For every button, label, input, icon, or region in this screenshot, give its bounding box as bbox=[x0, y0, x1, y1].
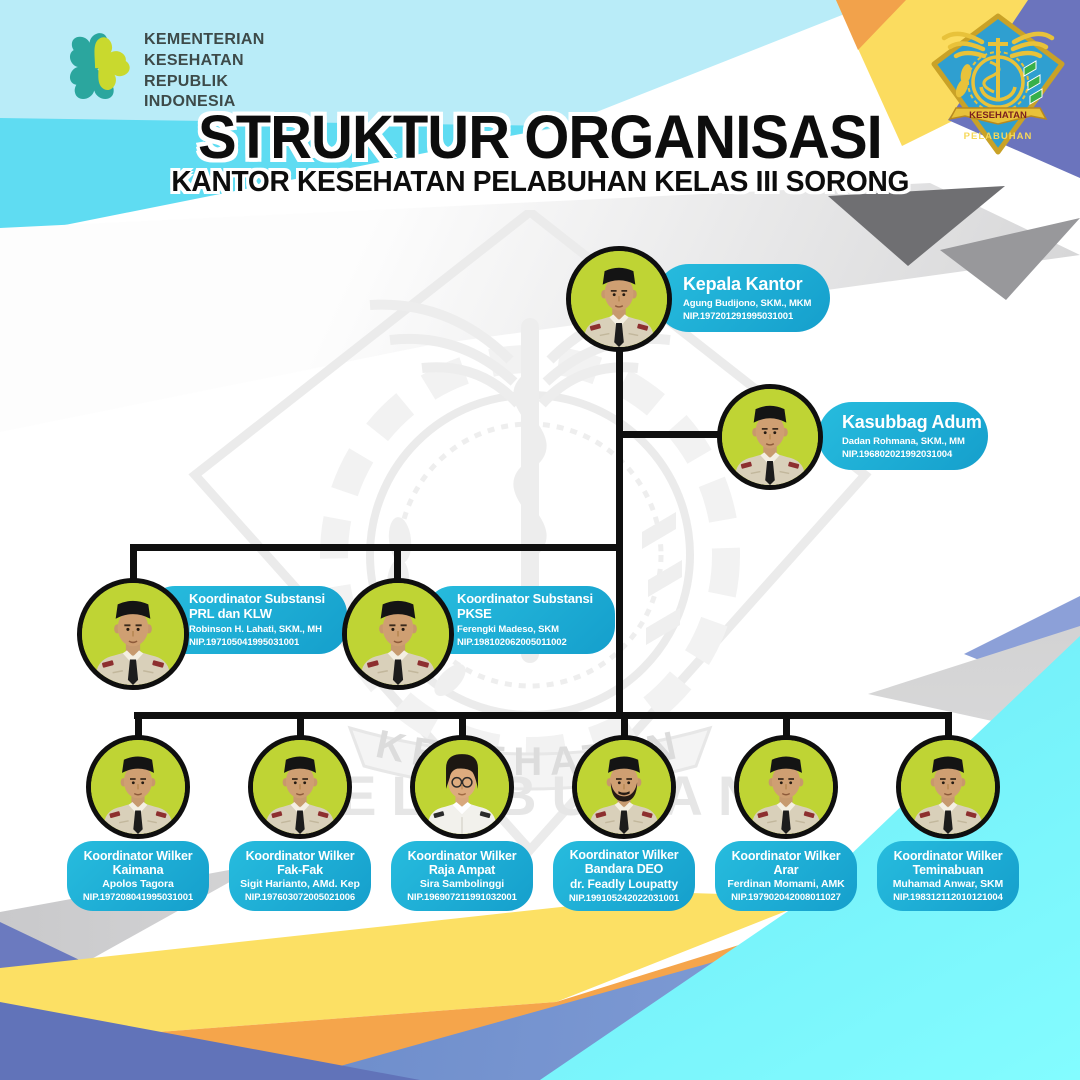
node-nip: NIP.198312112010121004 bbox=[893, 892, 1003, 904]
node-name: Agung Budijono, SKM., MKM bbox=[683, 297, 812, 309]
connector-bottom-drop-3 bbox=[459, 717, 466, 741]
node-wilker-kaimana: Koordinator Wilker Kaimana Apolos Tagora… bbox=[67, 841, 209, 911]
connector-bottom-drop-2 bbox=[297, 717, 304, 741]
node-role2: Fak-Fak bbox=[277, 863, 323, 877]
node-role2: Raja Ampat bbox=[428, 863, 496, 877]
node-nip: NIP.196802021992031004 bbox=[842, 448, 953, 460]
photo-koordinator-pkse bbox=[342, 578, 454, 690]
node-name: Dadan Rohmana, SKM., MM bbox=[842, 435, 965, 447]
node-name: Ferengki Madeso, SKM bbox=[457, 624, 559, 636]
node-name: Sira Sambolinggi bbox=[419, 878, 505, 891]
connector-bottom-drop-1 bbox=[135, 717, 142, 741]
ministry-line-1: KEMENTERIAN bbox=[144, 31, 265, 48]
node-wilker-fakfak: Koordinator Wilker Fak-Fak Sigit Hariant… bbox=[229, 841, 371, 911]
node-name: Muhamad Anwar, SKM bbox=[892, 878, 1004, 891]
photo-wilker-bandara-deo bbox=[572, 735, 676, 839]
photo-kepala-kantor bbox=[566, 246, 672, 352]
photo-wilker-arar bbox=[734, 735, 838, 839]
connector-substansi-h bbox=[130, 544, 623, 551]
node-role2: PRL dan KLW bbox=[189, 605, 272, 621]
node-role: Koordinator Wilker bbox=[245, 848, 355, 863]
node-role: Koordinator Wilker bbox=[893, 848, 1003, 863]
connector-substansi-drop1 bbox=[130, 548, 137, 582]
node-nip: NIP.197201291995031001 bbox=[683, 310, 794, 322]
ministry-line-3: REPUBLIK bbox=[144, 72, 229, 90]
node-role2: Arar bbox=[773, 863, 799, 877]
node-role: Koordinator Wilker bbox=[569, 847, 679, 862]
node-role2: Teminabuan bbox=[912, 863, 984, 877]
node-wilker-teminabuan: Koordinator Wilker Teminabuan Muhamad An… bbox=[877, 841, 1019, 911]
node-koordinator-pkse: Koordinator Substansi PKSE Ferengki Made… bbox=[425, 586, 615, 654]
node-nip: NIP.197208041995031001 bbox=[82, 892, 194, 904]
node-role: Koordinator Substansi bbox=[457, 590, 593, 606]
node-name: Ferdinan Momami, AMK bbox=[727, 878, 845, 891]
photo-wilker-fakfak bbox=[248, 735, 352, 839]
ministry-name: KEMENTERIAN KESEHATAN REPUBLIK INDONESIA bbox=[144, 30, 265, 113]
page-title: STRUKTUR ORGANISASI bbox=[198, 103, 883, 171]
node-role: Kasubbag Adum bbox=[842, 412, 982, 433]
watermark-bottom-text: PELABUHAN bbox=[287, 764, 774, 827]
node-nip: NIP.198102062005011002 bbox=[457, 637, 567, 649]
node-name: Sigit Harianto, AMd. Kep bbox=[240, 878, 360, 891]
node-kepala-kantor: Kepala Kantor Agung Budijono, SKM., MKM … bbox=[655, 264, 830, 332]
node-role: Koordinator Wilker bbox=[731, 848, 841, 863]
node-role: Koordinator Substansi bbox=[189, 590, 325, 606]
node-nip: NIP.197105041995031001 bbox=[189, 637, 300, 649]
photo-wilker-raja-ampat bbox=[410, 735, 514, 839]
node-name: Apolos Tagora bbox=[102, 878, 174, 891]
page-subtitle: KANTOR KESEHATAN PELABUHAN KELAS III SOR… bbox=[171, 166, 909, 198]
node-wilker-arar: Koordinator Wilker Arar Ferdinan Momami,… bbox=[715, 841, 857, 911]
node-role2: Kaimana bbox=[112, 863, 164, 877]
node-name: dr. Feadly Loupatty bbox=[569, 877, 679, 892]
node-role2: PKSE bbox=[457, 605, 492, 621]
photo-kasubbag-adum bbox=[717, 384, 823, 490]
node-role: Koordinator Wilker bbox=[83, 848, 193, 863]
photo-koordinator-prl-klw bbox=[77, 578, 189, 690]
node-role: Kepala Kantor bbox=[683, 274, 803, 295]
node-role2: Bandara DEO bbox=[584, 862, 664, 876]
node-nip: NIP.197603072005021006 bbox=[244, 892, 356, 904]
connector-kasubbag bbox=[620, 431, 740, 438]
node-wilker-bandara-deo: Koordinator Wilker Bandara DEO dr. Feadl… bbox=[553, 841, 695, 911]
photo-wilker-kaimana bbox=[86, 735, 190, 839]
connector-substansi-drop2 bbox=[394, 548, 401, 582]
node-name: Robinson H. Lahati, SKM., MH bbox=[189, 624, 322, 636]
connector-bottom-h bbox=[134, 712, 952, 719]
ministry-line-2: KESEHATAN bbox=[144, 51, 244, 69]
node-role: Koordinator Wilker bbox=[407, 848, 517, 863]
node-nip: NIP.199105242022031001 bbox=[568, 893, 680, 905]
photo-wilker-teminabuan bbox=[896, 735, 1000, 839]
connector-main-vertical bbox=[616, 350, 623, 719]
node-wilker-raja-ampat: Koordinator Wilker Raja Ampat Sira Sambo… bbox=[391, 841, 533, 911]
node-kasubbag-adum: Kasubbag Adum Dadan Rohmana, SKM., MM NI… bbox=[818, 402, 988, 470]
node-nip: NIP.197902042008011027 bbox=[731, 892, 841, 904]
node-nip: NIP.196907211991032001 bbox=[407, 892, 517, 904]
